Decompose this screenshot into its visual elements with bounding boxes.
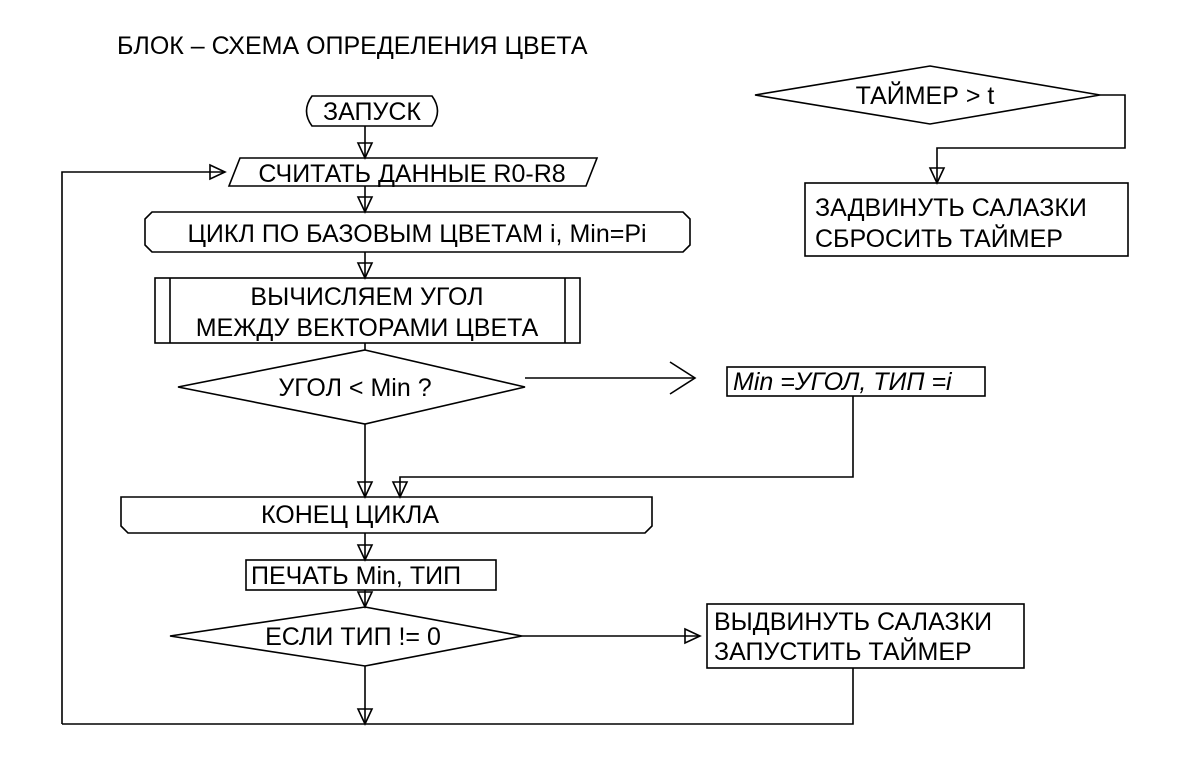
flow-line-assign-merge [399,396,854,497]
flow-arrowhead [928,167,946,185]
flow-arrowhead [356,544,374,562]
retract-label-line2: СБРОСИТЬ ТАЙМЕР [815,223,1063,253]
flow-arrowhead [356,196,374,214]
loop-start-label: ЦИКЛ ПО БАЗОВЫМ ЦВЕТАМ i, Min=Pi [187,220,646,248]
flow-line-loop-back [61,171,225,724]
loop-end-shape [120,496,653,534]
retract-label-line1: ЗАДВИНУТЬ САЛАЗКИ [815,194,1087,222]
flow-line-timer-retract [936,94,1126,183]
assign-label: Min =УГОЛ, ТИП =i [733,368,953,396]
flow-arrowhead [356,591,374,609]
diagram-title: БЛОК – СХЕМА ОПРЕДЕЛЕНИЯ ЦВЕТА [117,32,588,60]
flow-arrowhead [684,627,702,645]
decision-angle-label: УГОЛ < Min ? [278,374,431,402]
decision-type-label: ЕСЛИ ТИП != 0 [265,623,441,651]
loop-start-shape [144,211,691,253]
flow-arrowhead [209,163,227,181]
flow-arrowhead [356,481,374,499]
print-label: ПЕЧАТЬ Min, ТИП [251,562,461,590]
print-box-shape [245,559,497,591]
decision-timer-shape [754,65,1101,125]
read-data-shape [227,157,599,187]
extend-label-line1: ВЫДВИНУТЬ САЛАЗКИ [714,608,992,636]
read-data-label: СЧИТАТЬ ДАННЫЕ R0-R8 [258,160,565,188]
start-terminal-shape [305,95,439,127]
compute-label-line2: МЕЖДУ ВЕКТОРАМИ ЦВЕТА [196,314,539,342]
compute-process-shape [154,277,581,344]
loop-end-label: КОНЕЦ ЦИКЛА [261,501,439,529]
flow-arrowhead-open [669,361,697,395]
start-label: ЗАПУСК [323,98,421,126]
assign-box-shape [726,366,986,397]
decision-timer-label: ТАЙМЕР > t [856,80,995,110]
compute-label-line1: ВЫЧИСЛЯЕМ УГОЛ [250,283,483,311]
extend-label-line2: ЗАПУСТИТЬ ТАЙМЕР [714,636,972,666]
retract-box-shape [804,182,1129,257]
flow-arrowhead [356,262,374,280]
extend-box-shape [706,603,1025,669]
flow-line-extend-bottom [62,668,854,725]
flow-arrowhead [391,481,409,499]
flow-arrowhead [356,142,374,160]
flow-arrowhead [356,708,374,726]
